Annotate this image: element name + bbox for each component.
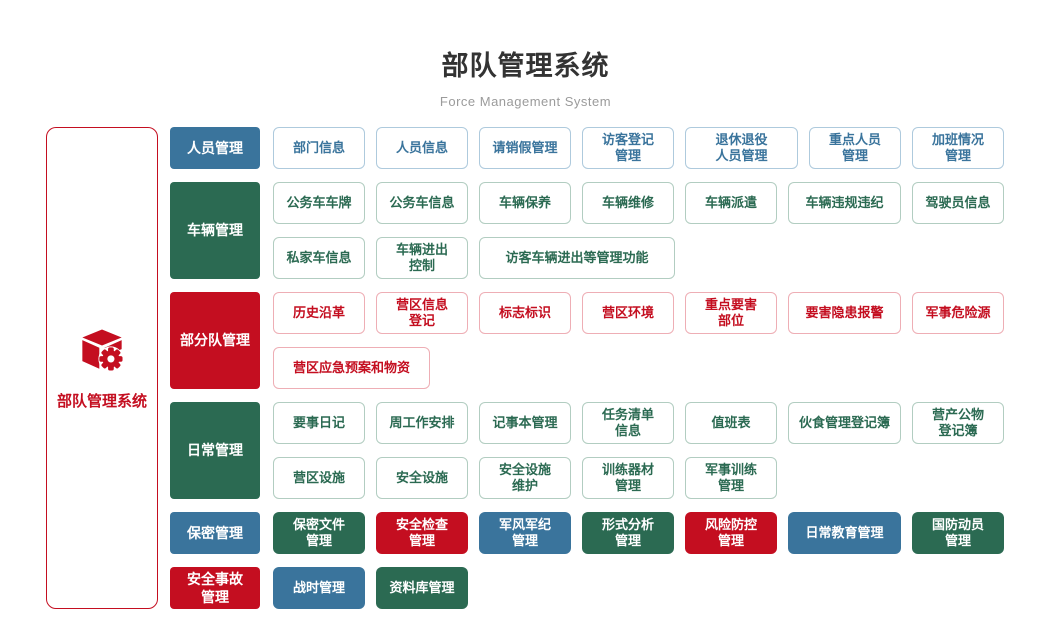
feature-box: 加班情况 管理: [912, 127, 1004, 169]
personnel-row: 部门信息 人员信息 请销假管理 访客登记 管理 退休退役 人员管理 重点人员 管…: [273, 127, 1004, 169]
feature-box: 历史沿革: [273, 292, 365, 334]
feature-box: 伙食管理登记簿: [788, 402, 901, 444]
feature-box: 军事危险源: [912, 292, 1004, 334]
feature-box: 公务车信息: [376, 182, 468, 224]
group-secrecy-header: 保密管理: [170, 512, 260, 554]
feature-box: 车辆保养: [479, 182, 571, 224]
feature-box: 国防动员 管理: [912, 512, 1004, 554]
feature-box: 标志标识: [479, 292, 571, 334]
feature-box: 军事训练 管理: [685, 457, 777, 499]
page-header: 部队管理系统 Force Management System: [0, 44, 1051, 109]
daily-row-2: 营区设施 安全设施 安全设施 维护 训练器材 管理 军事训练 管理: [273, 457, 1004, 499]
feature-box: 周工作安排: [376, 402, 468, 444]
feature-box: 重点人员 管理: [809, 127, 901, 169]
system-root-label: 部队管理系统: [56, 393, 147, 410]
group-personnel: 人员管理 部门信息 人员信息 请销假管理 访客登记 管理 退休退役 人员管理 重…: [170, 127, 1004, 169]
feature-box: 车辆维修: [582, 182, 674, 224]
secrecy-row: 保密文件 管理 安全检查 管理 军风军纪 管理 形式分析 管理 风险防控 管理 …: [273, 512, 1004, 554]
group-accident: 安全事故 管理 战时管理 资料库管理: [170, 567, 1004, 609]
unit-row-1: 历史沿革 营区信息 登记 标志标识 营区环境 重点要害 部位 要害隐患报警 军事…: [273, 292, 1004, 334]
group-unit-header: 部分队管理: [170, 292, 260, 389]
feature-box: 安全检查 管理: [376, 512, 468, 554]
feature-box: 战时管理: [273, 567, 365, 609]
feature-box: 车辆进出 控制: [376, 237, 468, 279]
feature-box: 值班表: [685, 402, 777, 444]
feature-box: 安全设施: [376, 457, 468, 499]
page-subtitle: Force Management System: [439, 94, 612, 109]
feature-box: 任务清单 信息: [582, 402, 674, 444]
feature-box: 重点要害 部位: [685, 292, 777, 334]
feature-box: 资料库管理: [376, 567, 468, 609]
feature-box: 营区环境: [582, 292, 674, 334]
groups-column: 人员管理 部门信息 人员信息 请销假管理 访客登记 管理 退休退役 人员管理 重…: [170, 127, 1004, 609]
feature-box: 安全设施 维护: [479, 457, 571, 499]
group-personnel-header: 人员管理: [170, 127, 260, 169]
feature-box: 退休退役 人员管理: [685, 127, 798, 169]
group-secrecy: 保密管理 保密文件 管理 安全检查 管理 军风军纪 管理 形式分析 管理 风险防…: [170, 512, 1004, 554]
group-vehicle: 车辆管理 公务车车牌 公务车信息 车辆保养 车辆维修 车辆派遣 车辆违规违纪 驾…: [170, 182, 1004, 279]
unit-row-2: 营区应急预案和物资: [273, 347, 1004, 389]
page-title: 部队管理系统: [441, 51, 610, 81]
feature-box: 保密文件 管理: [273, 512, 365, 554]
feature-box: 部门信息: [273, 127, 365, 169]
feature-box: 私家车信息: [273, 237, 365, 279]
diagram-body: 部队管理系统 人员管理 部门信息 人员信息 请销假管理 访客登记 管理 退休退役…: [46, 127, 1004, 609]
feature-box: 日常教育管理: [788, 512, 901, 554]
feature-box: 车辆违规违纪: [788, 182, 901, 224]
feature-box: 要害隐患报警: [788, 292, 901, 334]
feature-box: 军风军纪 管理: [479, 512, 571, 554]
feature-box: 人员信息: [376, 127, 468, 169]
group-vehicle-header: 车辆管理: [170, 182, 260, 279]
vehicle-row-1: 公务车车牌 公务车信息 车辆保养 车辆维修 车辆派遣 车辆违规违纪 驾驶员信息: [273, 182, 1004, 224]
vehicle-row-2: 私家车信息 车辆进出 控制 访客车辆进出等管理功能: [273, 237, 1004, 279]
feature-box: 营区应急预案和物资: [273, 347, 430, 389]
accident-row: 战时管理 资料库管理: [273, 567, 468, 609]
feature-box: 营区设施: [273, 457, 365, 499]
feature-box: 公务车车牌: [273, 182, 365, 224]
group-daily: 日常管理 要事日记 周工作安排 记事本管理 任务清单 信息 值班表 伙食管理登记…: [170, 402, 1004, 499]
system-root-card: 部队管理系统: [46, 127, 158, 609]
feature-box: 请销假管理: [479, 127, 571, 169]
feature-box: 访客登记 管理: [582, 127, 674, 169]
feature-box: 训练器材 管理: [582, 457, 674, 499]
feature-box: 营区信息 登记: [376, 292, 468, 334]
group-unit: 部分队管理 历史沿革 营区信息 登记 标志标识 营区环境 重点要害 部位 要害隐…: [170, 292, 1004, 389]
feature-box: 驾驶员信息: [912, 182, 1004, 224]
feature-box: 访客车辆进出等管理功能: [479, 237, 675, 279]
feature-box: 营产公物 登记簿: [912, 402, 1004, 444]
feature-box: 风险防控 管理: [685, 512, 777, 554]
feature-box: 形式分析 管理: [582, 512, 674, 554]
group-accident-header: 安全事故 管理: [170, 567, 260, 609]
group-daily-header: 日常管理: [170, 402, 260, 499]
cube-gear-icon: [77, 325, 127, 380]
feature-box: 记事本管理: [479, 402, 571, 444]
feature-box: 要事日记: [273, 402, 365, 444]
daily-row-1: 要事日记 周工作安排 记事本管理 任务清单 信息 值班表 伙食管理登记簿 营产公…: [273, 402, 1004, 444]
feature-box: 车辆派遣: [685, 182, 777, 224]
